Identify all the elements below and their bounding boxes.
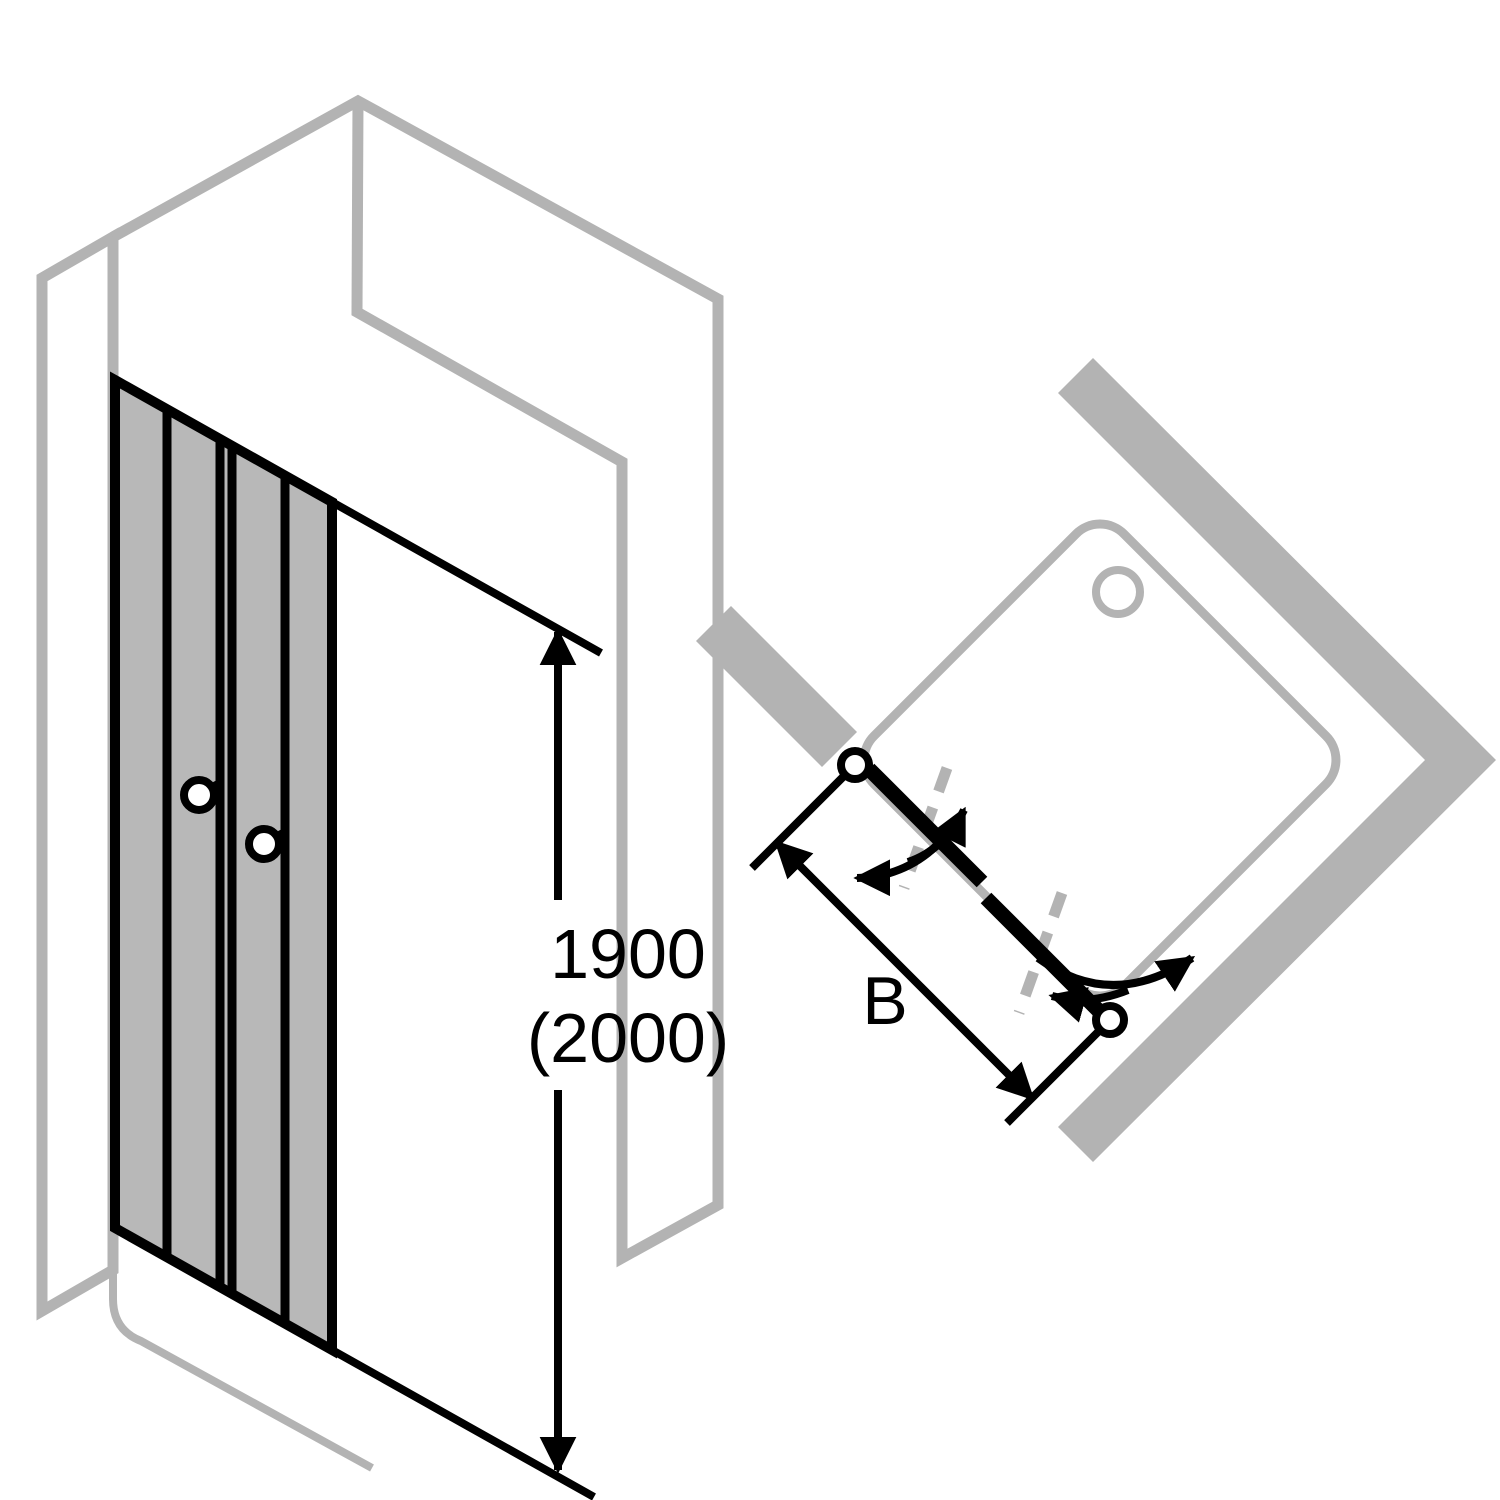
height-label-primary: 1900 [550,915,706,993]
door-pivot-right [1092,1002,1128,1038]
door-panel-stiles [162,409,290,1324]
niche-left-wall [36,227,119,1321]
tray-drain [1092,566,1144,618]
width-label: B [862,963,907,1039]
plan-front-wall-stub [696,606,857,767]
elevation-view: 1900 (2000) [36,94,729,1500]
width-dimension-arrow [774,840,1035,1101]
width-extension-lines [749,771,1104,1126]
door-knob-right [245,825,283,863]
height-label-secondary: (2000) [527,999,729,1077]
door-pivot-left [837,747,873,783]
plan-view: B [696,358,1496,1162]
tray-front-edge [109,1247,374,1472]
door-knob-left [180,776,218,814]
swing-arrow-right-inner [1048,986,1130,1023]
swing-arrow-right-outer [1035,954,1196,992]
niche-frame [110,94,724,1268]
